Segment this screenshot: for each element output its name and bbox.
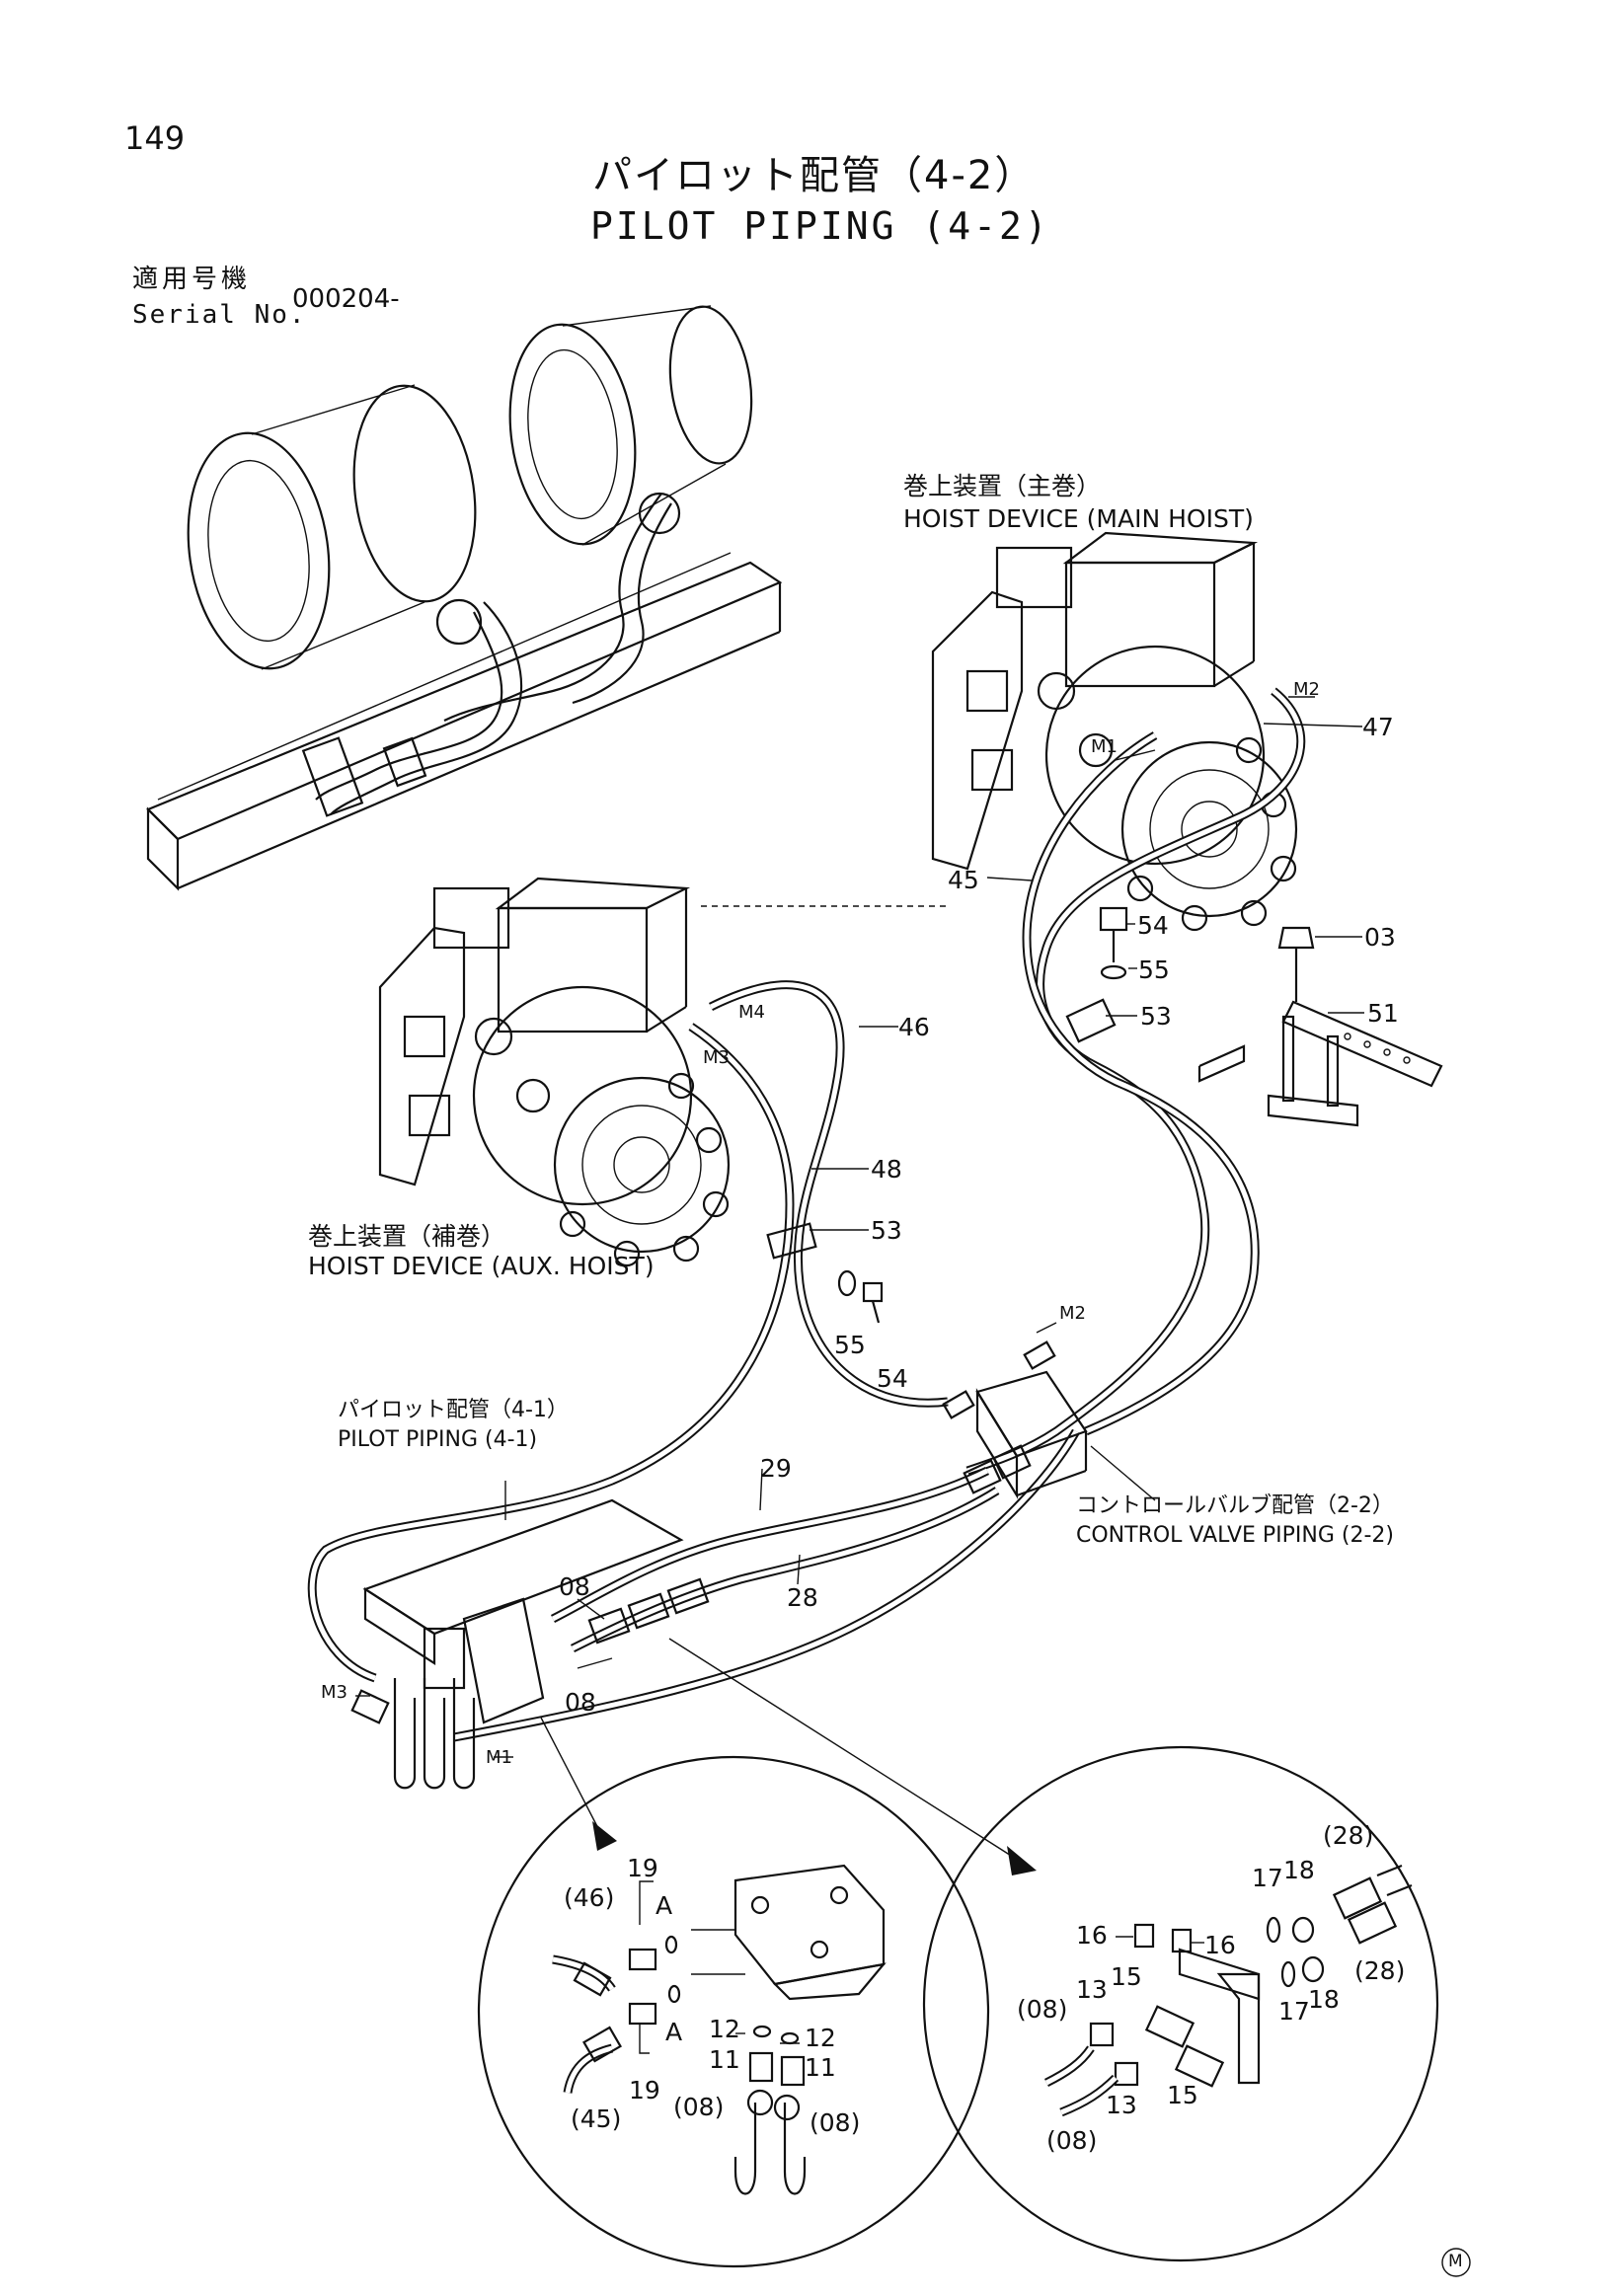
detail-right-18-top: 18 [1283,1856,1315,1884]
hose-lines [307,687,1306,1742]
aux-hoist-device [378,877,731,1267]
part-number-53-top: 53 [1140,1002,1172,1031]
port-label-m3-left: M3 [321,1682,347,1703]
footer-mark-circle [1441,2248,1471,2277]
page-number: 149 [124,119,186,157]
detail-right-28-right: (28) [1354,1956,1406,1985]
main-hoist-device [931,531,1298,932]
detail-left-12-right: 12 [805,2024,836,2052]
pilot-valve-unit [350,1444,1032,1790]
control-valve-ref-jp: コントロールバルブ配管（2-2） [1076,1493,1394,1518]
detail-left-19-bottom: 19 [629,2076,660,2105]
part-number-08-a: 08 [559,1572,590,1601]
part-number-54-top: 54 [1137,911,1169,940]
detail-left-a-bottom: A [665,2018,683,2046]
detail-left-45: (45) [571,2105,622,2133]
part-number-47: 47 [1362,713,1394,741]
detail-right-15-top: 15 [1111,1962,1142,1991]
page-title-jp: パイロット配管（4-2） [592,153,1037,198]
detail-right-16-right: 16 [1204,1931,1236,1959]
pilot-piping-ref-jp: パイロット配管（4-1） [338,1398,569,1422]
part-number-54-mid: 54 [877,1364,908,1393]
detail-right-17-bottom: 17 [1278,1997,1310,2026]
control-valve-ref-en: CONTROL VALVE PIPING (2-2) [1076,1523,1395,1548]
serial-label-en: Serial No. [132,300,307,330]
detail-left-a-top: A [656,1891,673,1920]
part-number-55-mid: 55 [834,1331,866,1359]
port-label-m3: M3 [703,1047,730,1068]
part-number-55-top: 55 [1138,956,1170,984]
main-hoist-label-en: HOIST DEVICE (MAIN HOIST) [903,504,1254,533]
detail-right-08-bottom: (08) [1046,2126,1098,2155]
aux-hoist-label-jp: 巻上装置（補巻） [308,1222,506,1251]
part-number-45: 45 [948,866,979,894]
part-number-08-b: 08 [565,1688,596,1717]
detail-right-13-top: 13 [1076,1975,1108,2004]
detail-left-08-left: (08) [673,2093,725,2121]
port-label-m1-top: M1 [1091,736,1118,757]
detail-right-08-top: (08) [1017,1995,1068,2024]
detail-left-11-left: 11 [709,2045,740,2074]
aux-hoist-label-en: HOIST DEVICE (AUX. HOIST) [308,1252,655,1280]
detail-circle-left [477,1755,990,2268]
detail-left-46: (46) [564,1883,615,1912]
part-number-51: 51 [1367,999,1399,1028]
detail-left-08-right: (08) [810,2108,861,2137]
detail-right-15-bottom: 15 [1167,2081,1198,2109]
port-label-m4: M4 [738,1002,765,1023]
detail-right-18-bottom: 18 [1308,1985,1340,2014]
part-number-48: 48 [871,1155,902,1184]
detail-right-16-left: 16 [1076,1921,1108,1950]
detail-left-12-left: 12 [709,2015,740,2043]
detail-circle-right [922,1745,1439,2262]
part-number-29: 29 [760,1454,792,1483]
part-number-46: 46 [898,1013,930,1041]
detail-right-28-top: (28) [1323,1821,1374,1850]
control-valve-block [942,1340,1088,1499]
main-hoist-label-jp: 巻上装置（主巻） [903,472,1102,500]
detail-left-19-top: 19 [627,1854,658,1882]
bracket-51 [1197,926,1443,1127]
port-label-m2-top: M2 [1293,679,1320,700]
detail-right-13-bottom: 13 [1106,2091,1137,2119]
serial-label-jp: 適用号機 [132,265,252,294]
footer-mark: M [1448,2252,1463,2271]
port-label-m2-mid: M2 [1059,1303,1086,1324]
bolt-washer-top [1099,906,1128,980]
part-number-28: 28 [787,1583,818,1612]
serial-value: 000204- [292,284,400,314]
clamps-53 [766,998,1117,1324]
pilot-piping-ref-en: PILOT PIPING (4-1) [338,1427,538,1452]
part-number-03: 03 [1364,923,1396,952]
overview-winch-illustration [146,305,783,891]
leader-lines [355,696,1364,1875]
detail-left-11-right: 11 [805,2053,836,2082]
detail-right-17-top: 17 [1252,1864,1283,1892]
page-title-en: PILOT PIPING (4-2) [590,204,1050,248]
part-number-53-mid: 53 [871,1216,902,1245]
port-label-m1-left: M1 [486,1747,512,1768]
